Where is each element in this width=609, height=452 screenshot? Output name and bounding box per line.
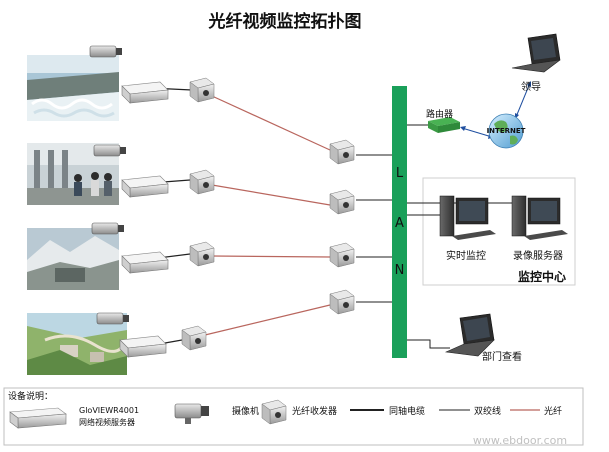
transceiver-site-2 — [189, 169, 215, 195]
router-label: 路由器 — [426, 108, 453, 120]
transceiver-site-4 — [181, 325, 207, 351]
legend-transceiver-label: 光纤收发器 — [292, 405, 337, 417]
monitor-center-label: 监控中心 — [518, 269, 566, 284]
department-laptop-icon — [444, 313, 495, 357]
router-top — [428, 117, 460, 126]
legend-coax-label: 同轴电缆 — [389, 405, 425, 417]
lan-letter-l: L — [396, 166, 404, 181]
lan-letter-n: N — [395, 263, 405, 278]
recording-server-pc-icon — [511, 195, 568, 240]
live-monitor-label: 实时监控 — [446, 249, 486, 262]
camera-site-3 — [91, 222, 124, 235]
internet-label: INTERNET — [487, 127, 526, 135]
internet-arrow — [461, 127, 493, 138]
camera-site-4 — [96, 312, 129, 325]
internet-arrow — [515, 82, 531, 118]
fiber-line — [211, 184, 331, 206]
fiber-transceivers — [181, 77, 355, 351]
fiber-line — [211, 255, 331, 258]
internet-globe: INTERNET — [487, 113, 526, 149]
legend-transceiver-icon — [261, 399, 287, 425]
video-server-2 — [121, 175, 169, 198]
live-monitor-pc-icon — [439, 195, 496, 240]
leader-laptop-icon — [511, 33, 561, 73]
legend-video-server-icon — [9, 407, 67, 429]
lan-bar — [392, 86, 407, 358]
twisted-pair-line — [407, 214, 446, 228]
transceiver-site-3 — [189, 241, 215, 267]
legend-frame — [3, 387, 584, 446]
camera-site-1 — [89, 45, 122, 58]
camera-site-2 — [93, 144, 126, 157]
twisted-pair-line — [407, 339, 450, 349]
lan-letter-a: A — [395, 216, 404, 231]
leader-label: 领导 — [521, 80, 541, 93]
coax-line — [164, 339, 183, 344]
site-photo-mountain — [27, 228, 119, 290]
transceiver-lan-1 — [329, 139, 355, 165]
transceiver-lan-4 — [329, 289, 355, 315]
video-server-3 — [121, 251, 169, 274]
department-label: 部门查看 — [482, 350, 522, 363]
transceiver-site-1 — [189, 77, 215, 103]
transceiver-lan-3 — [329, 242, 355, 268]
lan-backbone: L A N — [392, 86, 407, 358]
fiber-line — [211, 95, 331, 151]
legend-server-desc: 网络视频服务器 — [79, 417, 135, 427]
recording-server-label: 录像服务器 — [513, 249, 563, 262]
legend-camera-label: 摄像机 — [232, 405, 259, 417]
arrowhead — [460, 126, 466, 131]
video-server-1 — [121, 81, 169, 104]
legend-fiber-label: 光纤 — [544, 405, 562, 417]
site-photo-dam — [27, 55, 119, 121]
monitor-center-frame — [422, 177, 576, 286]
fiber-line — [204, 304, 331, 336]
site-photo-industrial — [27, 143, 119, 205]
video-server-4 — [119, 335, 167, 358]
arrowhead — [527, 81, 531, 87]
legend-server-name: GloVIEWR4001 — [79, 406, 139, 415]
legend: 设备说明： GloVIEWR4001 网络视频服务器 摄像机 光纤收发器 同轴电… — [3, 387, 584, 446]
watermark: www.ebdoor.com — [473, 434, 567, 447]
legend-twisted-label: 双绞线 — [474, 405, 501, 417]
legend-title: 设备说明： — [8, 390, 53, 402]
legend-camera-icon — [174, 403, 209, 424]
transceiver-lan-2 — [329, 189, 355, 215]
site-photo-hydro — [27, 313, 127, 375]
connections — [149, 81, 531, 349]
diagram-title: 光纤视频监控拓扑图 — [208, 11, 362, 32]
router: 路由器 — [426, 108, 460, 133]
